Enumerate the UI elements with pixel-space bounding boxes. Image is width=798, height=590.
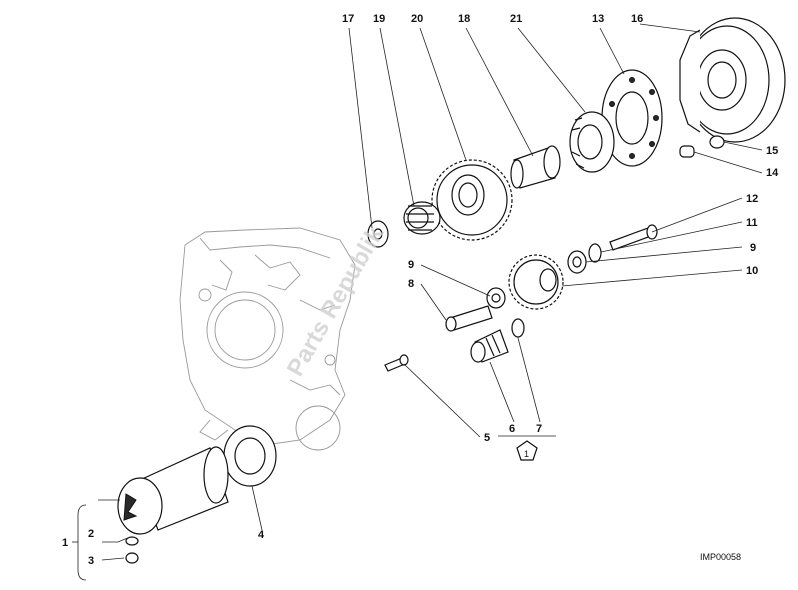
callout-11: 11 — [746, 217, 758, 229]
callout-2: 2 — [88, 528, 94, 540]
callout-17: 17 — [342, 13, 354, 25]
part-15-roller — [709, 135, 725, 149]
callout-12: 12 — [746, 193, 758, 205]
callout-7: 7 — [536, 423, 542, 435]
part-12-bolt — [609, 224, 658, 251]
callout-3: 3 — [88, 555, 94, 567]
watermark-text: Parts Republik — [282, 221, 390, 381]
part-5-screw — [384, 354, 409, 372]
callout-9-right: 9 — [750, 242, 756, 254]
callout-15: 15 — [766, 145, 778, 157]
callout-21: 21 — [510, 13, 522, 25]
callout-19: 19 — [373, 13, 385, 25]
part-6-pinion-gear — [470, 329, 509, 363]
callout-13: 13 — [592, 13, 604, 25]
part-7-circlip — [511, 318, 525, 338]
callout-16: 16 — [631, 13, 643, 25]
callout-8: 8 — [408, 278, 414, 290]
callout-1: 1 — [62, 537, 68, 549]
kit-badge-number: 1 — [524, 449, 529, 459]
callout-10: 10 — [746, 265, 758, 277]
part-9-washer-right — [567, 250, 587, 274]
callout-14: 14 — [766, 167, 779, 179]
callout-4: 4 — [258, 529, 265, 541]
part-14-spring — [679, 145, 695, 158]
kit-badge: 1 — [516, 440, 538, 461]
engine-crankcase — [179, 227, 356, 451]
part-3-washer — [125, 552, 139, 564]
part-16-flywheel — [679, 17, 786, 143]
part-19-needle-bearing — [403, 201, 441, 235]
callout-18: 18 — [458, 13, 470, 25]
callout-5: 5 — [484, 432, 490, 444]
part-4-gasket — [223, 425, 277, 487]
part-9-washer-left — [486, 287, 506, 309]
callout-20: 20 — [411, 13, 423, 25]
leader-lines — [72, 23, 763, 581]
part-1-starter-motor — [117, 446, 229, 535]
callout-6: 6 — [509, 423, 515, 435]
part-17-washer — [367, 220, 389, 248]
part-11-washer — [588, 243, 602, 263]
callout-9-left: 9 — [408, 259, 414, 271]
image-code: IMP00058 — [700, 552, 741, 562]
part-2-nut — [125, 536, 139, 546]
part-20-intermediate-gear — [431, 159, 513, 241]
callout-labels: 17 19 20 18 21 13 16 15 14 12 11 9 10 9 … — [62, 13, 779, 567]
part-21-bearing-hub — [569, 111, 615, 173]
part-8-shaft — [445, 305, 493, 332]
part-18-bushing — [510, 145, 561, 189]
part-10-idler-gear — [508, 254, 564, 310]
